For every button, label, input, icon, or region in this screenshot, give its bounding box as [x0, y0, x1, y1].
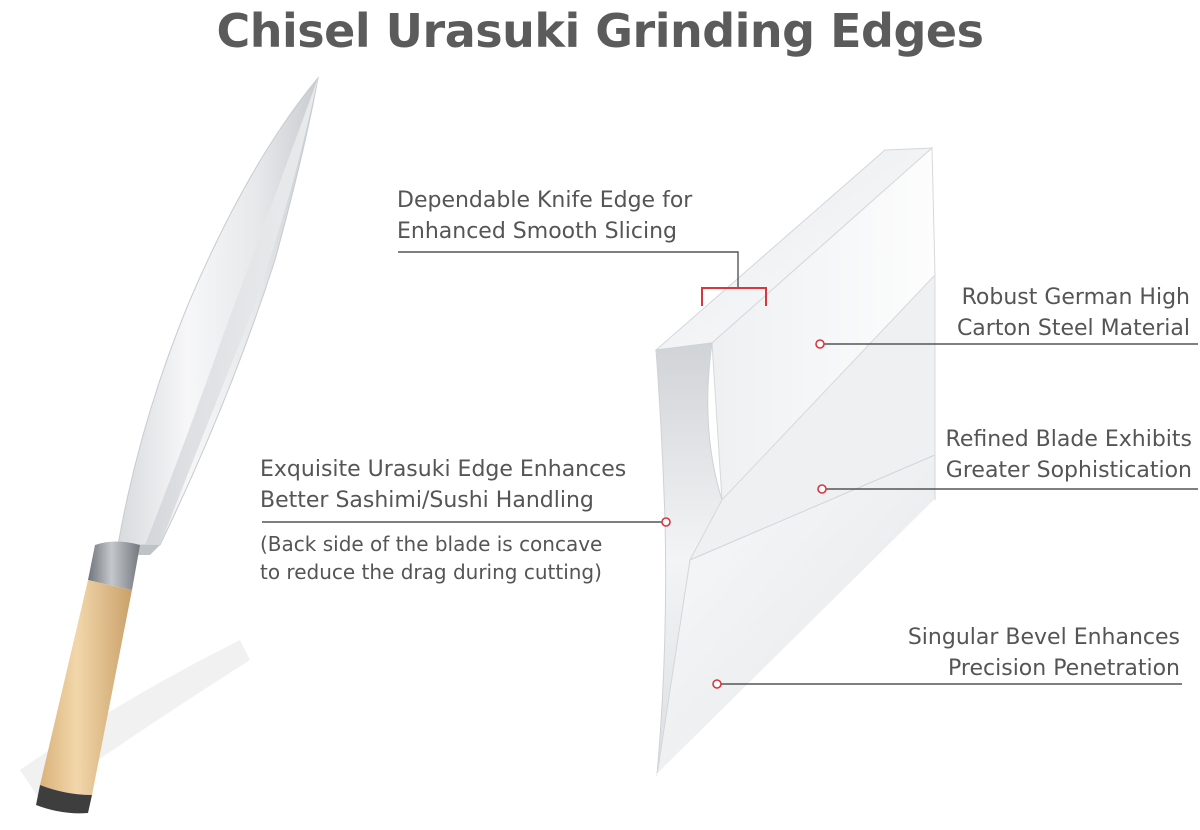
- edge-bracket: [701, 287, 767, 306]
- callout-edge: Dependable Knife Edge for Enhanced Smoot…: [397, 185, 692, 247]
- callout-bevel: Singular Bevel Enhances Precision Penetr…: [908, 622, 1180, 684]
- callout-urasuki: Exquisite Urasuki Edge Enhances Better S…: [260, 454, 626, 586]
- blade-cross-section: [654, 146, 936, 777]
- callout-dots: [661, 339, 827, 689]
- callout-leaders: [262, 251, 1198, 685]
- callout-steel: Robust German High Carton Steel Material: [957, 282, 1190, 344]
- callout-steel-line-1: Robust German High: [961, 285, 1190, 310]
- callout-refined: Refined Blade Exhibits Greater Sophistic…: [946, 424, 1192, 486]
- callout-dot: [661, 517, 671, 527]
- callout-urasuki-note-1: (Back side of the blade is concave: [260, 532, 603, 556]
- callout-refined-line-2: Greater Sophistication: [945, 458, 1192, 483]
- callout-edge-line-1: Dependable Knife Edge for: [397, 188, 693, 213]
- callout-urasuki-line-1: Exquisite Urasuki Edge Enhances: [260, 457, 627, 482]
- callout-dot: [712, 679, 722, 689]
- knife-illustration: [20, 76, 319, 814]
- callout-urasuki-note-2: to reduce the drag during cutting): [260, 560, 602, 584]
- callout-bevel-line-2: Precision Penetration: [948, 656, 1180, 681]
- callout-steel-line-2: Carton Steel Material: [956, 316, 1190, 341]
- callout-refined-line-1: Refined Blade Exhibits: [945, 427, 1192, 452]
- callout-edge-line-2: Enhanced Smooth Slicing: [397, 219, 677, 244]
- leader-edge: [398, 251, 739, 288]
- callout-urasuki-line-2: Better Sashimi/Sushi Handling: [260, 488, 594, 513]
- callout-bevel-line-1: Singular Bevel Enhances: [907, 625, 1180, 650]
- callout-dot: [815, 339, 825, 349]
- callout-dot: [817, 484, 827, 494]
- page-title: Chisel Urasuki Grinding Edges: [216, 4, 984, 58]
